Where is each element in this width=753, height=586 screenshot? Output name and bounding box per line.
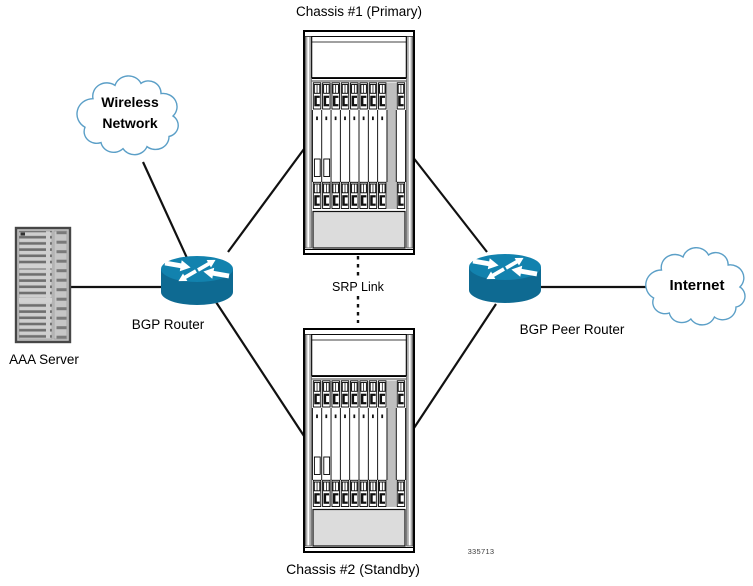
aaa-server-label: AAA Server <box>9 352 79 367</box>
bgp-peer-router-icon <box>469 254 541 303</box>
chassis-primary-label: Chassis #1 (Primary) <box>295 4 423 19</box>
bgp-peer-router-label: BGP Peer Router <box>519 322 625 337</box>
bgp-router-label: BGP Router <box>131 317 205 332</box>
wireless-network-label: Wireless Network <box>101 94 159 131</box>
internet-label: Internet <box>669 277 725 294</box>
figure-number: 335713 <box>467 547 495 556</box>
link-bgp-router-to-chassis2 <box>213 298 305 437</box>
chassis-primary-graphic <box>304 31 414 254</box>
aaa-server-graphic <box>14 226 72 344</box>
connection-lines <box>70 148 650 437</box>
chassis-standby-graphic <box>304 329 414 552</box>
link-bgp-router-to-chassis1 <box>227 148 305 253</box>
chassis-standby-label: Chassis #2 (Standby) <box>286 561 420 577</box>
link-wireless-to-bgp-router <box>142 161 188 259</box>
link-chassis2-to-bgp-peer <box>411 303 497 432</box>
link-chassis1-to-bgp-peer <box>411 155 488 253</box>
srp-link-label: SRP Link <box>320 280 396 296</box>
bgp-router-icon <box>161 256 233 305</box>
